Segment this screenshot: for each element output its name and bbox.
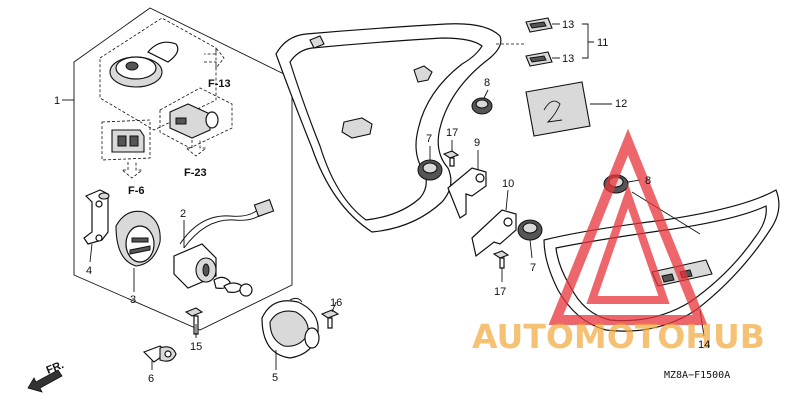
f13-arrow [204, 46, 225, 70]
callout-7-upper: 7 [426, 133, 432, 145]
part-3-housing [115, 210, 161, 267]
ref-f13: F-13 [208, 78, 231, 90]
part-7-grommet-upper [417, 159, 443, 181]
callout-1: 1 [54, 95, 60, 107]
watermark-triangle-outer [548, 128, 708, 325]
part-10-bracket [471, 209, 517, 258]
callout-2: 2 [180, 208, 186, 220]
watermark-triangle-inner [586, 183, 670, 304]
callout-17-lower: 17 [494, 286, 506, 298]
part-6-key [142, 345, 177, 363]
left-side-cover [275, 23, 502, 233]
ref-f6: F-6 [128, 185, 145, 197]
callout-8-right: 8 [645, 175, 651, 187]
callout-14: 14 [698, 339, 710, 351]
part-5-cover [261, 297, 320, 359]
callout-13-lower: 13 [562, 53, 574, 65]
callout-8-upper: 8 [484, 77, 490, 89]
part-4-bracket [83, 189, 110, 245]
part-13-clip-b [525, 51, 553, 67]
callout-3: 3 [130, 294, 136, 306]
f23-arrow [184, 140, 208, 157]
inset-f23 [159, 87, 233, 149]
callout-16: 16 [330, 297, 342, 309]
f6-arrow [120, 162, 144, 179]
callout-13-upper: 13 [562, 19, 574, 31]
callout-7-lower: 7 [530, 262, 536, 274]
inset-f13 [99, 17, 217, 131]
callout-17-upper: 17 [446, 127, 458, 139]
ref-f23: F-23 [184, 167, 207, 179]
part-13-clip-a [525, 17, 553, 33]
callout-12: 12 [615, 98, 627, 110]
watermark-text: AUTOMOTOHUB [472, 317, 765, 356]
part-15-screw [184, 307, 204, 335]
part-12-emblem [525, 81, 591, 137]
inset-f6 [101, 119, 151, 161]
callout-6: 6 [148, 373, 154, 385]
assembly-1-outline [73, 7, 293, 331]
part-16-bolt [320, 309, 340, 329]
forward-arrow [27, 369, 63, 393]
callout-9: 9 [474, 137, 480, 149]
diagram-code: MZ8A−F1500A [664, 370, 730, 381]
direction-label: FR. [45, 359, 66, 377]
callout-10: 10 [502, 178, 514, 190]
part-7-grommet-lower [517, 219, 543, 241]
watermark-logo [548, 128, 708, 325]
part-9-bracket [447, 167, 487, 219]
callout-4: 4 [86, 265, 92, 277]
part-8-grommet-upper [471, 97, 493, 115]
part-2-cylinder [173, 198, 275, 297]
callout-15: 15 [190, 341, 202, 353]
callout-5: 5 [272, 372, 278, 384]
part-17-bolt-lower [492, 250, 510, 269]
callout-11: 11 [597, 37, 608, 49]
part-17-bolt-upper [442, 150, 460, 167]
